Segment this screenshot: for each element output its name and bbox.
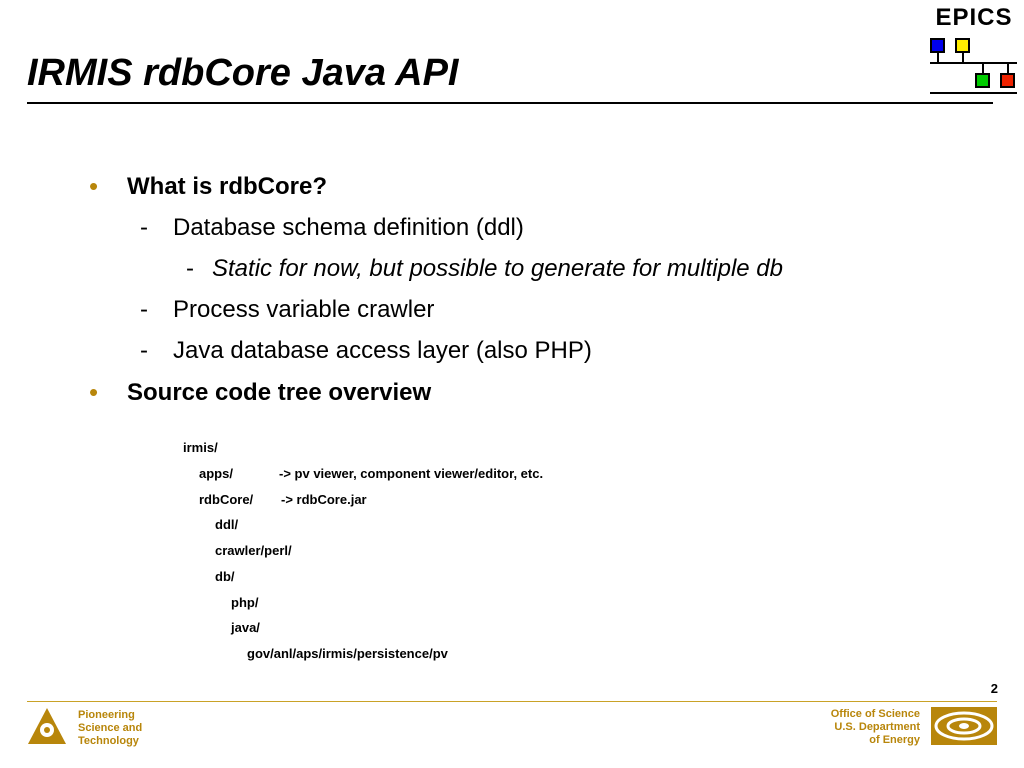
sub-dash: - xyxy=(140,214,148,241)
logo-line xyxy=(930,62,1017,64)
footer-divider xyxy=(27,701,997,702)
tree-entry: php/ xyxy=(231,595,259,610)
logo-line xyxy=(1007,64,1009,73)
tree-entry: db/ xyxy=(215,569,235,584)
doe-logo-icon xyxy=(931,707,997,745)
sub-item: Static for now, but possible to generate… xyxy=(212,255,783,282)
sub-item: Database schema definition (ddl) xyxy=(173,214,524,241)
slide-title: IRMIS rdbCore Java API xyxy=(27,52,459,94)
footer-doe-line: of Energy xyxy=(869,734,920,746)
epics-logo-text: EPICS xyxy=(935,4,1013,31)
footer-tagline-line: Technology xyxy=(78,735,139,747)
tree-entry: ddl/ xyxy=(215,517,239,532)
sub-item: Process variable crawler xyxy=(173,296,435,323)
bullet-item: What is rdbCore? xyxy=(127,173,328,200)
footer-doe-line: Office of Science xyxy=(830,708,920,720)
sub-dash: - xyxy=(140,296,148,323)
footer-tagline-line: Pioneering xyxy=(78,709,135,721)
bullet-dot: • xyxy=(89,171,99,201)
tree-entry: apps/ xyxy=(199,466,233,481)
footer-tagline: Pioneering Science and Technology xyxy=(78,709,142,748)
sub-item: Java database access layer (also PHP) xyxy=(173,337,592,364)
tree-entry: java/ xyxy=(231,620,260,635)
logo-line xyxy=(937,53,939,63)
footer-tagline-line: Science and xyxy=(78,722,143,734)
logo-line xyxy=(982,64,984,73)
footer-doe-line: U.S. Department xyxy=(834,721,920,733)
sub-dash: - xyxy=(186,255,194,282)
tree-entry-note: -> rdbCore.jar xyxy=(281,492,367,507)
bullet-item: Source code tree overview xyxy=(127,379,432,406)
bullet-dot: • xyxy=(89,377,99,407)
tree-entry: crawler/perl/ xyxy=(215,543,292,558)
argonne-logo-icon xyxy=(28,708,66,744)
logo-line xyxy=(930,92,1017,94)
logo-green-square xyxy=(975,73,990,88)
footer-doe-text: Office of Science U.S. Department of Ene… xyxy=(790,708,920,747)
tree-entry: rdbCore/ xyxy=(199,492,254,507)
logo-line xyxy=(962,53,964,63)
logo-blue-square xyxy=(930,38,945,53)
logo-red-square xyxy=(1000,73,1015,88)
sub-dash: - xyxy=(140,337,148,364)
title-divider xyxy=(27,102,993,104)
logo-yellow-square xyxy=(955,38,970,53)
tree-entry: irmis/ xyxy=(183,440,218,455)
page-number: 2 xyxy=(990,681,998,696)
tree-entry: gov/anl/aps/irmis/persistence/pv xyxy=(247,646,448,661)
tree-entry-note: -> pv viewer, component viewer/editor, e… xyxy=(279,466,544,481)
